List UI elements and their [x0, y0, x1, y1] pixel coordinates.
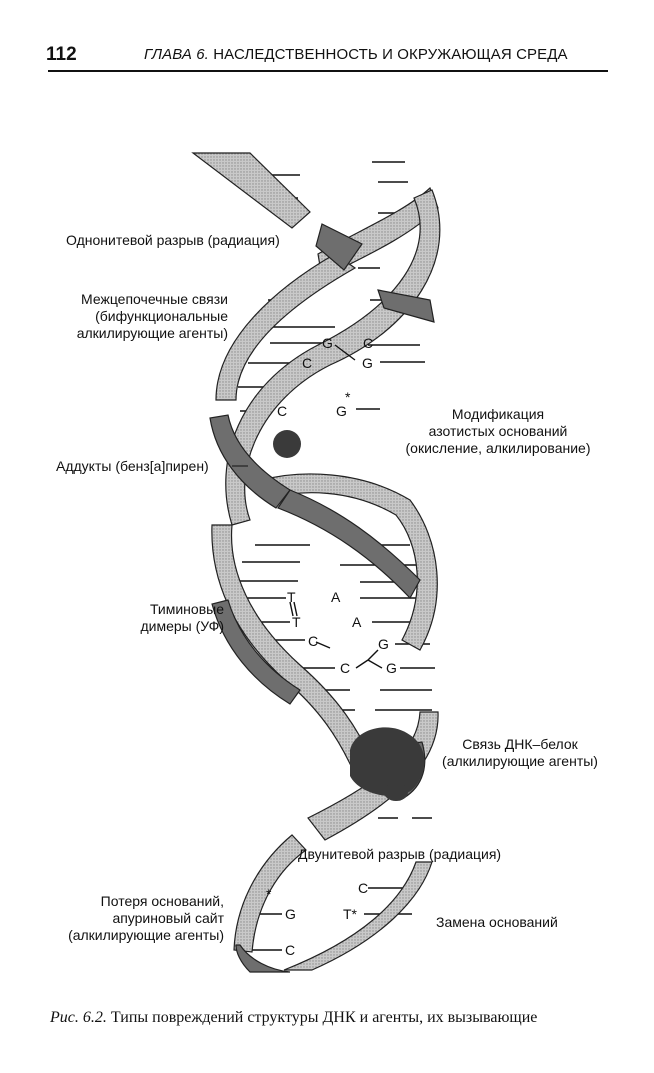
figure-caption: Рис. 6.2. Типы повреждений структуры ДНК…: [50, 1009, 537, 1027]
base-c6: C: [285, 942, 295, 958]
label-crosslinks-line1: Межцепочечные связи: [81, 291, 228, 307]
protein-blob-small: [384, 783, 408, 801]
label-base-loss: Потеря оснований, апуриновый сайт (алкил…: [40, 893, 224, 944]
label-thymine-dimers: Тиминовые димеры (УФ): [120, 601, 224, 635]
caption-text: Типы повреждений структуры ДНК и агенты,…: [110, 1009, 538, 1026]
label-crosslinks-line3: алкилирующие агенты): [76, 325, 228, 341]
label-base-substitution: Замена оснований: [436, 914, 558, 930]
base-a1: A: [331, 589, 341, 605]
base-t3: T*: [343, 906, 358, 922]
base-g5: G: [386, 660, 397, 676]
base-c3: C: [277, 403, 287, 419]
base-c4: C: [308, 633, 318, 649]
label-adducts: Аддукты (бенз[а]пирен): [56, 458, 209, 474]
base-t1: T: [287, 589, 296, 605]
label-base-loss-line2: апуриновый сайт: [112, 910, 224, 926]
page-number: 112: [46, 44, 77, 65]
base-g4: G: [378, 636, 389, 652]
label-double-strand-break: Двунитевой разрыв (радиация): [298, 846, 502, 862]
label-crosslinks-line2: (бифункциональные: [95, 308, 228, 324]
base-g6: G: [285, 906, 296, 922]
label-base-modification: Модификация азотистых оснований (окислен…: [392, 406, 604, 457]
base-c5: C: [340, 660, 350, 676]
label-dna-protein-line1: Связь ДНК–белок: [462, 736, 578, 752]
label-base-loss-line1: Потеря оснований,: [100, 893, 224, 909]
base-star2: *: [266, 886, 272, 902]
caption-prefix: Рис. 6.2.: [50, 1009, 107, 1026]
base-letters: G C C G C G * T T A A C G C G * G C C T*: [266, 335, 397, 958]
chapter-label: ГЛАВА 6.: [144, 46, 209, 63]
label-base-loss-line3: (алкилирующие агенты): [68, 927, 224, 943]
chapter-title-text: НАСЛЕДСТВЕННОСТЬ И ОКРУЖАЮЩАЯ СРЕДА: [213, 46, 568, 63]
base-a2: A: [352, 614, 362, 630]
label-thymine-line1: Тиминовые: [149, 601, 224, 617]
base-c7: C: [358, 880, 368, 896]
running-header: 112 ГЛАВА 6. НАСЛЕДСТВЕННОСТЬ И ОКРУЖАЮЩ…: [40, 44, 610, 70]
base-g2: G: [362, 355, 373, 371]
base-star: *: [345, 389, 351, 405]
base-t2: T: [292, 614, 301, 630]
chapter-title: ГЛАВА 6. НАСЛЕДСТВЕННОСТЬ И ОКРУЖАЮЩАЯ С…: [144, 46, 568, 63]
base-g3: G: [336, 403, 347, 419]
adduct-blob: [273, 430, 301, 458]
dna-strand-dark: [209, 223, 435, 973]
label-thymine-line2: димеры (УФ): [140, 618, 224, 634]
base-c1: C: [363, 335, 373, 351]
label-crosslinks: Межцепочечные связи (бифункциональные ал…: [50, 291, 228, 342]
bond-marks: [289, 344, 383, 669]
header-rule: [48, 70, 608, 72]
label-base-mod-line3: (окисление, алкилирование): [405, 440, 591, 456]
label-dna-protein-line2: (алкилирующие агенты): [442, 753, 598, 769]
label-base-mod-line1: Модификация: [451, 406, 545, 422]
base-c2: C: [302, 355, 312, 371]
protein-blob: [350, 727, 425, 796]
label-dna-protein: Связь ДНК–белок (алкилирующие агенты): [428, 736, 612, 770]
label-base-mod-line2: азотистых оснований: [428, 423, 568, 439]
label-single-strand-break: Однонитевой разрыв (радиация): [66, 232, 280, 248]
base-g1: G: [322, 335, 333, 351]
